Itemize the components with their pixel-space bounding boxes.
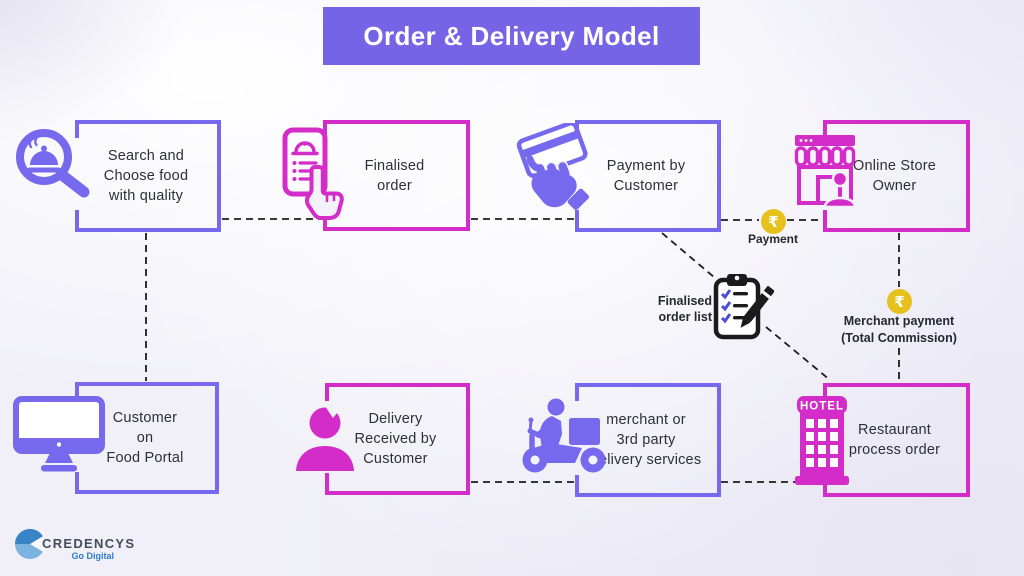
finalised-order-list-label: Finalised order list	[657, 294, 712, 325]
box-finalised-order: Finalised order	[323, 120, 470, 231]
box-delivery-received: Delivery Received by Customer	[325, 383, 470, 495]
box-label-payment-by-customer: Payment by Customer	[606, 158, 686, 194]
title-banner: Order & Delivery Model	[323, 7, 700, 65]
box-online-store-owner: Online Store Owner	[823, 120, 970, 232]
border-stub	[75, 386, 79, 400]
merchant-payment-label: Merchant payment (Total Commission)	[841, 314, 957, 345]
border-stub	[823, 387, 827, 401]
border-stub	[575, 475, 579, 493]
restaurant-hotel-icon: HOTEL	[783, 394, 861, 488]
credencys-logo-text: CREDENCYS	[42, 536, 136, 551]
customer-person-icon	[294, 406, 356, 472]
phone-order-tap-icon	[281, 127, 351, 221]
box-label-search: Search and Choose food with quality	[103, 148, 189, 204]
box-label-online-store-owner: Online Store Owner	[853, 158, 936, 194]
food-portal-monitor-icon	[13, 396, 105, 474]
border-stub	[323, 124, 327, 138]
box-customer-food-portal: Customer on Food Portal	[75, 382, 219, 494]
order-list-clipboard-icon	[712, 271, 774, 343]
box-label-delivery-services: merchant or 3rd party delivery services	[590, 412, 702, 468]
box-label-restaurant-process: Restaurant process order	[848, 422, 941, 458]
page-title: Order & Delivery Model	[363, 20, 660, 51]
border-stub	[575, 210, 579, 228]
border-stub	[325, 473, 329, 491]
rupee-coin-icon: ₹	[886, 288, 913, 315]
box-label-delivery-received: Delivery Received by Customer	[354, 411, 437, 467]
credencys-logo-tagline: Go Digital	[71, 551, 115, 561]
delivery-scooter-icon	[516, 396, 612, 476]
box-label-customer-food-portal: Customer on Food Portal	[106, 410, 184, 466]
border-stub	[823, 210, 827, 228]
box-label-finalised-order: Finalised order	[364, 157, 425, 194]
box-restaurant-process: Restaurant process order	[823, 383, 970, 497]
connector-payment-to-order-list	[661, 232, 716, 279]
border-stub	[75, 472, 79, 490]
connector-order-list-to-restaurant	[765, 326, 831, 381]
border-stub	[325, 387, 329, 401]
border-stub	[823, 124, 827, 138]
online-store-icon	[788, 133, 864, 211]
payment-card-icon	[516, 123, 600, 211]
box-payment-by-customer: Payment by Customer	[575, 120, 721, 232]
payment-label: Payment	[747, 232, 799, 246]
rupee-coin-icon: ₹	[760, 208, 787, 235]
rupee-symbol: ₹	[768, 213, 778, 231]
credencys-logo-mark	[14, 527, 47, 561]
rupee-symbol: ₹	[894, 293, 904, 311]
box-search-choose-food: Search and Choose food with quality	[75, 120, 221, 232]
hotel-sign-text: HOTEL	[800, 401, 844, 413]
border-stub	[575, 387, 579, 401]
border-stub	[75, 210, 79, 228]
border-stub	[75, 124, 79, 138]
search-food-icon	[16, 128, 98, 200]
box-delivery-services: merchant or 3rd party delivery services	[575, 383, 721, 497]
